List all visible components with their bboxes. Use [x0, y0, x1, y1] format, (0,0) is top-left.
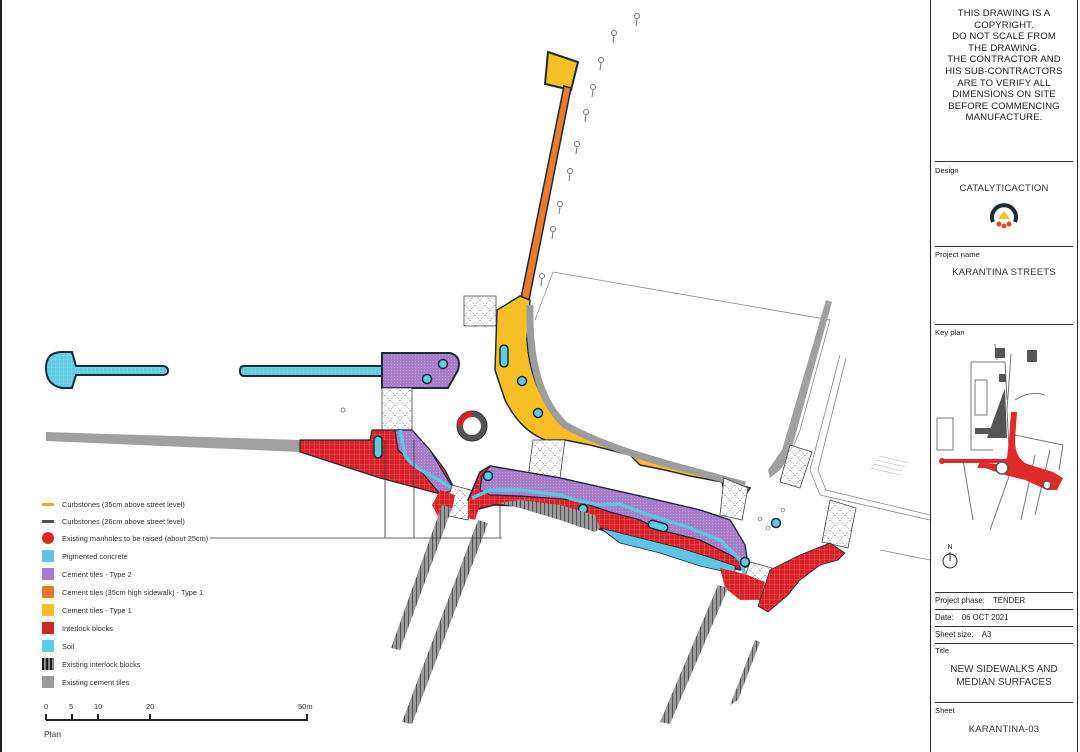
scale-tick-label: 10 — [94, 702, 103, 711]
scale-tick-label: 50m — [298, 702, 313, 711]
key-plan-graphic — [936, 343, 1064, 531]
legend-label: Cement tiles - Type 1 — [62, 605, 132, 615]
divider — [935, 246, 1073, 247]
orange-swatch — [42, 586, 54, 598]
grey-swatch — [42, 676, 54, 688]
legend-item-soil: Soil — [42, 639, 74, 653]
date-row: Date: 06 OCT 2021 — [935, 613, 1073, 622]
divider — [935, 702, 1073, 703]
date-label: Date: — [935, 613, 954, 622]
site-plan — [44, 13, 930, 724]
copyright-line: THE CONTRACTOR AND — [947, 54, 1061, 66]
red-circle-swatch — [42, 532, 54, 544]
copyright-notice: THIS DRAWING IS A COPYRIGHT. DO NOT SCAL… — [935, 8, 1073, 124]
divider — [935, 161, 1073, 162]
plan-label: Plan — [44, 729, 62, 739]
scale-bar: 0 5 10 20 50m Plan — [44, 702, 314, 742]
scale-tick — [45, 714, 47, 720]
copyright-line: DIMENSIONS ON SITE — [952, 89, 1056, 101]
legend-label: Pigmented concrete — [62, 551, 128, 561]
legend-label: Interlock blocks — [62, 623, 113, 633]
copyright-line: HIS SUB-CONTRACTORS — [945, 65, 1063, 77]
legend-label: Existing manholes to be raised (about 25… — [62, 533, 209, 543]
scale-line — [46, 719, 308, 721]
logo-icon — [990, 203, 1018, 229]
project-phase-value: TENDER — [993, 596, 1026, 605]
key-plan-label: Key plan — [935, 328, 965, 337]
sheet-border — [0, 0, 2, 752]
copyright-line: ARE TO VERIFY ALL — [957, 77, 1051, 89]
title-label: Title — [935, 646, 950, 655]
legend-label: Curbstones (26cm above street level) — [62, 516, 185, 526]
legend-item-cement-tiles-type2: Cement tiles - Type 2 — [42, 567, 132, 581]
north-arrow: N — [937, 544, 963, 574]
project-name-label: Project name — [935, 250, 980, 259]
legend-label: Cement tiles (35cm high sidewalk) - Type… — [62, 587, 204, 597]
north-arrow-icon — [942, 552, 958, 569]
divider — [935, 643, 1073, 644]
dark-grid-swatch — [42, 658, 54, 670]
legend-label: Cement tiles - Type 2 — [62, 569, 132, 579]
divider — [935, 592, 1073, 593]
legend-item-curbstones-26: Curbstones (26cm above street level) — [42, 514, 185, 528]
grey-line-swatch — [42, 519, 54, 523]
red-swatch — [42, 622, 54, 634]
legend-label: Existing interlock blocks — [62, 659, 141, 669]
orange-line-swatch — [42, 502, 54, 506]
scale-tick-label: 20 — [146, 702, 155, 711]
legend-item-cement-tiles-type1: Cement tiles - Type 1 — [42, 603, 132, 617]
key-plan-map — [935, 340, 1073, 540]
copyright-line: THE DRAWING. — [968, 42, 1040, 54]
catalyticaction-logo — [935, 200, 1073, 232]
copyright-line: THIS DRAWING IS A — [957, 8, 1051, 19]
sheet-label: Sheet — [935, 706, 955, 715]
sheet-number: KARANTINA-03 — [968, 724, 1040, 735]
site-plan-graphic — [44, 13, 930, 724]
legend-item-manholes: Existing manholes to be raised (about 25… — [42, 531, 208, 545]
divider — [935, 324, 1073, 325]
legend-item-existing-interlock: Existing interlock blocks — [42, 657, 140, 671]
blue-swatch — [42, 550, 54, 562]
scale-tick — [71, 714, 73, 720]
project-phase-label: Project phase: — [935, 596, 985, 605]
drawing-title-line: MEDIAN SURFACES — [956, 676, 1052, 688]
copyright-line: DO NOT SCALE FROM — [952, 31, 1056, 43]
divider — [935, 626, 1073, 627]
sheet-size-label: Sheet size: — [935, 630, 974, 639]
design-value: CATALYTICACTION — [959, 183, 1049, 194]
copyright-line: MANUFACTURE. — [965, 112, 1043, 124]
scale-tick — [149, 714, 151, 720]
legend-label: Soil — [62, 641, 75, 651]
legend-label: Curbstones (35cm above street level) — [62, 499, 185, 509]
purple-swatch — [42, 568, 54, 580]
cyan-swatch — [42, 640, 54, 652]
north-label: N — [947, 544, 953, 551]
legend-label: Existing cement tiles — [62, 677, 130, 687]
design-label: Design — [935, 166, 959, 175]
drawing-title: NEW SIDEWALKS AND MEDIAN SURFACES — [935, 664, 1073, 689]
project-phase-row: Project phase: TENDER — [935, 596, 1073, 605]
scale-tick-label: 5 — [69, 702, 74, 711]
scale-tick — [97, 714, 99, 720]
title-block: THIS DRAWING IS A COPYRIGHT. DO NOT SCAL… — [930, 0, 1078, 752]
divider — [935, 609, 1073, 610]
project-name-value: KARANTINA STREETS — [952, 267, 1056, 278]
copyright-line: BEFORE COMMENCING — [948, 100, 1060, 112]
scale-tick-label: 0 — [44, 702, 49, 711]
legend-item-pigmented-concrete: Pigmented concrete — [42, 549, 128, 563]
legend-item-existing-cement-tiles: Existing cement tiles — [42, 675, 129, 689]
copyright-line: COPYRIGHT. — [974, 19, 1034, 31]
scale-tick — [306, 714, 308, 720]
drawing-title-line: NEW SIDEWALKS AND — [950, 664, 1058, 675]
bollards — [539, 13, 640, 287]
sheet-size-value: A3 — [981, 630, 992, 639]
date-value: 06 OCT 2021 — [961, 613, 1009, 622]
legend-item-curbstones-35: Curbstones (35cm above street level) — [42, 497, 185, 511]
yellow-swatch — [42, 604, 54, 616]
legend-item-interlock-blocks: Interlock blocks — [42, 621, 113, 635]
sheet-size-row: Sheet size: A3 — [935, 630, 1073, 639]
legend-item-cement-tiles-35cm: Cement tiles (35cm high sidewalk) - Type… — [42, 585, 203, 599]
